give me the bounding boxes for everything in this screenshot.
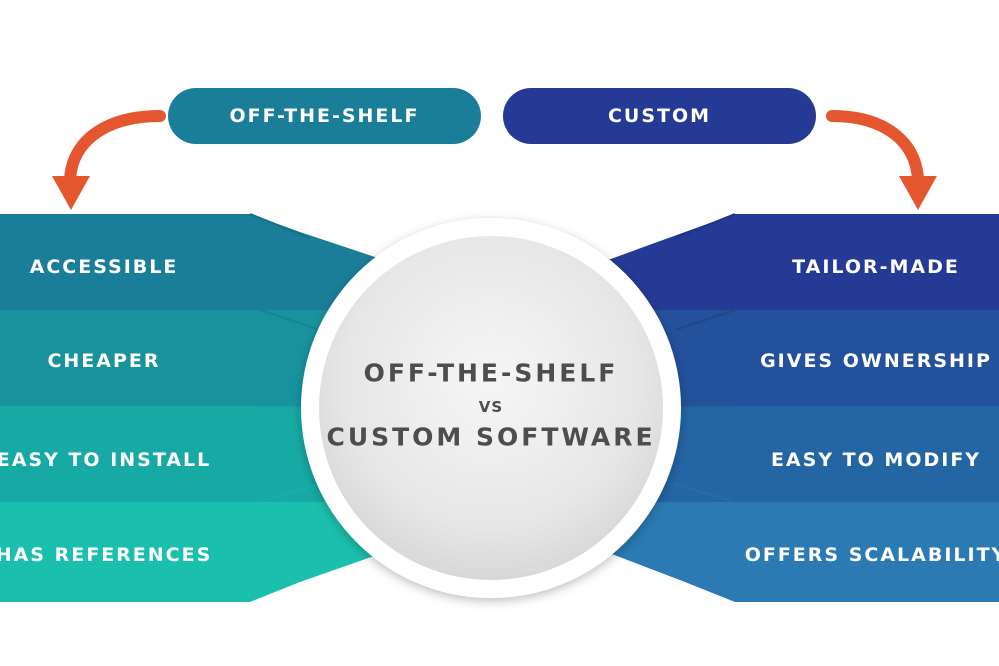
off-the-shelf-pill: OFF-THE-SHELF [168,88,481,144]
right-band-bevel [674,483,736,503]
left-band-bevel [259,483,321,503]
right-item-easy-to-modify: EASY TO MODIFY [770,449,982,471]
right-band-4 [575,502,999,602]
left-band-4 [0,502,420,602]
custom-pill: CUSTOM [503,88,816,144]
center-vs: VS [478,398,504,416]
right-band-bevel [674,309,736,331]
center-title-line1: OFF-THE-SHELF [363,358,619,388]
right-item-offers-scalability: OFFERS SCALABILITY [744,544,999,566]
left-item-has-references: HAS REFERENCES [0,544,213,566]
left-band-1 [0,214,420,310]
right-arrow-head [899,176,937,210]
center-title-line2: CUSTOM SOFTWARE [326,422,656,452]
right-band-3 [575,406,999,502]
left-item-accessible: ACCESSIBLE [29,256,179,278]
left-band-bevel [259,309,321,331]
right-item-gives-ownership: GIVES OWNERSHIP [760,350,992,372]
right-item-tailor-made: TAILOR-MADE [792,256,960,278]
left-item-cheaper: CHEAPER [47,350,161,372]
right-band-1 [575,214,999,310]
left-item-easy-to-install: EASY TO INSTALL [0,449,212,471]
right-band-bevel [674,213,736,239]
left-band-bevel [249,213,311,239]
right-band-2 [575,310,999,406]
left-arrow-head [52,176,90,210]
center-disc [319,236,663,580]
right-curved-arrow [826,110,924,186]
left-curved-arrow [64,110,166,186]
